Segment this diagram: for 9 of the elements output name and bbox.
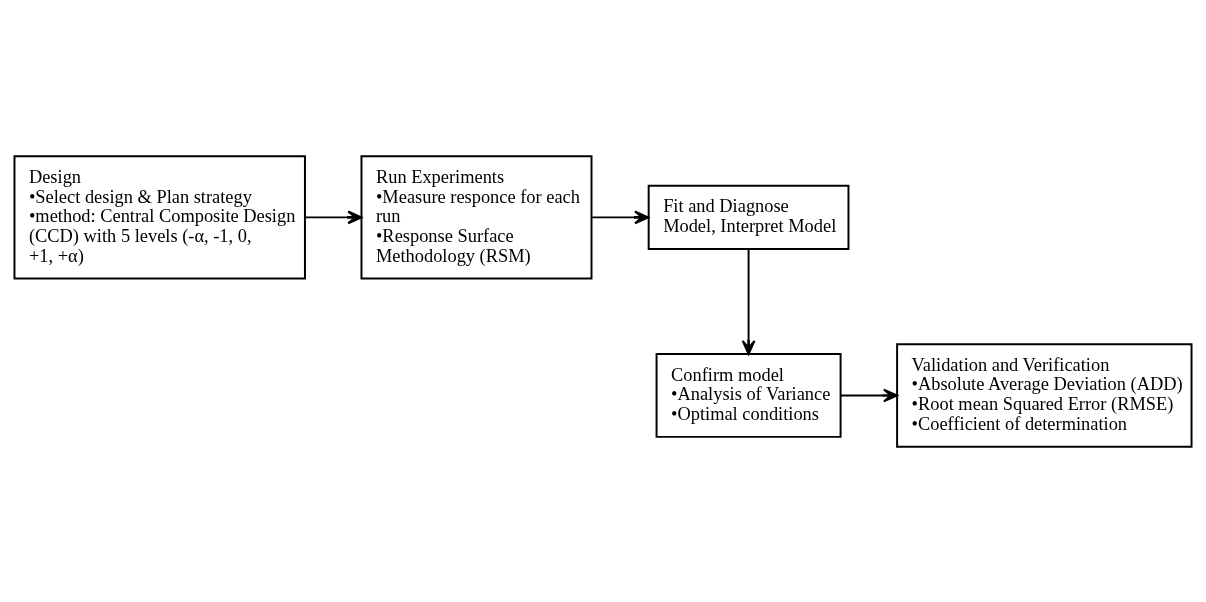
arrow xyxy=(304,209,363,224)
node-box: Run Experiments •Measure responce for each run •Response Surface Methodology (RSM) xyxy=(360,154,593,279)
node-box: Validation and Verification •Absolute Average Deviation (ADD) •Root mean Squared Error (RMSE) •Coefficient of determination xyxy=(896,342,1193,448)
node-box: Fit and Diagnose Model, Interpret Model xyxy=(647,184,850,250)
node-box: Confirm model •Analysis of Variance •Optimal conditions xyxy=(655,352,842,438)
node-box: Design •Select design & Plan strategy •method: Central Composite Design (CCD) with 5 levels (-α, -1, 0, +1, +α) xyxy=(13,154,306,279)
arrow xyxy=(840,388,898,402)
arrow xyxy=(590,209,650,224)
arrow xyxy=(741,247,756,355)
